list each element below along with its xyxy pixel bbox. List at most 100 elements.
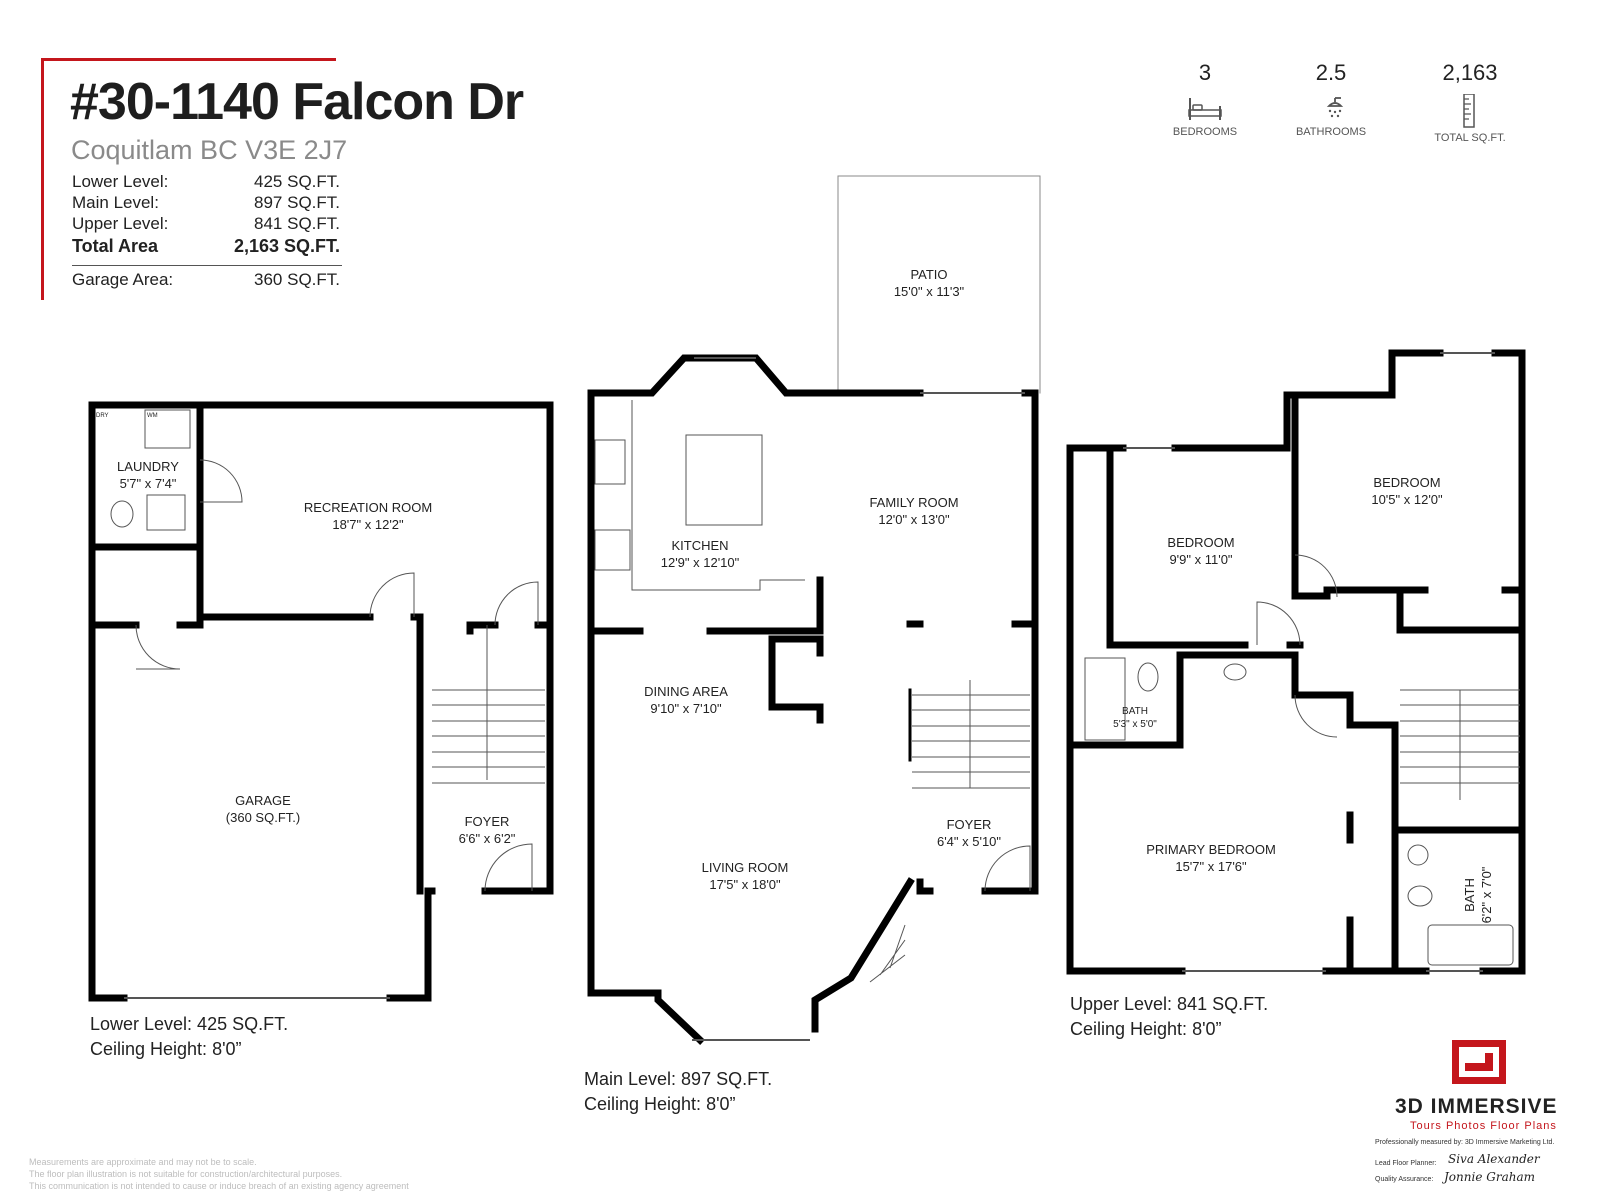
- disclaimer-line: This communication is not intended to ca…: [29, 1181, 409, 1191]
- room-bath-b: BATH 6'2" x 7'0": [1461, 867, 1495, 924]
- room-bath-a: BATH 5'3" x 5'0": [1113, 705, 1157, 731]
- stairs-and-fixtures: [110, 400, 1520, 983]
- fireplace-hatch: [869, 924, 906, 983]
- room-dims: 17'5" x 18'0": [709, 877, 781, 892]
- stat-bedrooms: 3 BEDROOMS: [1150, 60, 1260, 138]
- room-patio: PATIO 15'0" x 11'3": [894, 266, 964, 300]
- room-laundry: LAUNDRY 5'7" x 7'4": [117, 458, 179, 492]
- bathtub-ensuite: [1427, 924, 1514, 966]
- stat-value: 2.5: [1315, 60, 1347, 85]
- room-name: FAMILY ROOM: [869, 495, 959, 510]
- area-row-garage: Garage Area: 360 SQ.FT.: [72, 270, 340, 290]
- level-ceiling: Ceiling Height: 8'0”: [1070, 1019, 1222, 1039]
- page-subtitle: Coquitlam BC V3E 2J7: [71, 135, 348, 165]
- lower-stairs: [432, 625, 545, 784]
- stat-bathrooms: 2.5 BATHROOMS: [1276, 60, 1386, 138]
- measured-by: Professionally measured by: 3D Immersive…: [1375, 1139, 1555, 1146]
- windows: [124, 352, 1495, 1041]
- room-dims: 18'7" x 12'2": [332, 517, 404, 532]
- sink-lower: [146, 494, 186, 531]
- qa-signature: Jonnie Graham: [1444, 1170, 1535, 1184]
- room-dims: 9'9" x 11'0": [1169, 552, 1233, 567]
- room-name: BEDROOM: [1373, 475, 1441, 490]
- stat-value: 2,163: [1442, 60, 1498, 85]
- room-name: RECREATION ROOM: [303, 500, 433, 515]
- kitchen-island: [685, 434, 763, 526]
- kitchen-counter: [631, 400, 805, 591]
- room-recreation: RECREATION ROOM 18'7" x 12'2": [304, 499, 432, 533]
- bathtub-upper: [1084, 657, 1126, 741]
- room-dims: 6'4" x 5'10": [936, 834, 1002, 849]
- toilet-lower: [110, 500, 134, 528]
- room-foyer-main: FOYER 6'4" x 5'10": [937, 816, 1001, 850]
- kitchen-sink: [594, 439, 626, 485]
- area-row-lower: Lower Level: 425 SQ.FT.: [72, 172, 340, 192]
- toilet-upper: [1137, 662, 1159, 692]
- room-dims: 9'10" x 7'10": [650, 701, 722, 716]
- lower-level-walls: [88, 401, 554, 1002]
- upper-level-walls: [1066, 349, 1526, 975]
- area-divider: [72, 265, 342, 266]
- room-name: DINING AREA: [644, 684, 728, 699]
- lead-planner-signature: Siva Alexander: [1448, 1152, 1540, 1166]
- room-bedroom-b: BEDROOM 10'5" x 12'0": [1371, 474, 1442, 508]
- room-dims: 6'6" x 6'2": [458, 831, 516, 846]
- room-name: BEDROOM: [1167, 535, 1235, 550]
- room-foyer-lower: FOYER 6'6" x 6'2": [459, 813, 516, 847]
- brand-tagline: Tours Photos Floor Plans: [1410, 1120, 1557, 1132]
- stat-label: BEDROOMS: [1172, 126, 1238, 138]
- room-family: FAMILY ROOM 12'0" x 13'0": [869, 494, 958, 528]
- room-dining: DINING AREA 9'10" x 7'10": [644, 683, 728, 717]
- kitchen-stove: [594, 529, 631, 571]
- area-row-total: Total Area 2,163 SQ.FT.: [72, 236, 340, 257]
- area-row-upper: Upper Level: 841 SQ.FT.: [72, 214, 340, 234]
- room-dims: 10'5" x 12'0": [1371, 492, 1443, 507]
- level-area: Upper Level: 841 SQ.FT.: [1070, 994, 1269, 1014]
- lead-planner-label: Lead Floor Planner:: [1375, 1160, 1437, 1167]
- room-name: LIVING ROOM: [701, 860, 789, 875]
- title-accent-line: [41, 58, 336, 61]
- room-dims: 12'0" x 13'0": [878, 512, 950, 527]
- room-dims: 5'3" x 5'0": [1113, 719, 1157, 730]
- ruler-icon: [1463, 94, 1475, 128]
- level-ceiling: Ceiling Height: 8'0”: [584, 1094, 736, 1114]
- area-label: Garage Area:: [72, 270, 174, 289]
- bed-icon: [1188, 98, 1222, 120]
- stat-label: TOTAL SQ.FT.: [1434, 132, 1506, 144]
- room-dims: 5'7" x 7'4": [119, 476, 177, 491]
- title-accent-bar: [41, 58, 44, 300]
- brand-name: 3D IMMERSIVE: [1395, 1095, 1558, 1118]
- room-garage: GARAGE (360 SQ.FT.): [226, 792, 300, 826]
- stat-label: BATHROOMS: [1295, 126, 1367, 138]
- area-label: Main Level:: [72, 193, 159, 212]
- room-name: FOYER: [464, 814, 510, 829]
- sink-ensuite: [1407, 844, 1429, 866]
- area-row-main: Main Level: 897 SQ.FT.: [72, 193, 340, 213]
- room-dims: 15'0" x 11'3": [893, 284, 965, 299]
- upper-stairs: [1400, 689, 1520, 800]
- level-area: Main Level: 897 SQ.FT.: [584, 1069, 773, 1089]
- area-value: 897 SQ.FT.: [254, 193, 340, 212]
- brand-logo-icon: [1452, 1040, 1506, 1084]
- fixture-label-washer: WM: [147, 413, 158, 419]
- room-name: PATIO: [910, 267, 948, 282]
- area-label: Lower Level:: [72, 172, 169, 191]
- room-name: FOYER: [946, 817, 992, 832]
- level-area: Lower Level: 425 SQ.FT.: [90, 1014, 289, 1034]
- room-dims: 12'9" x 12'10": [660, 555, 740, 570]
- door-swings: [135, 459, 1338, 892]
- room-dims: (360 SQ.FT.): [225, 810, 301, 825]
- room-dims: 6'2" x 7'0": [1479, 866, 1494, 924]
- area-value: 360 SQ.FT.: [254, 270, 340, 289]
- level-caption-upper: Upper Level: 841 SQ.FT. Ceiling Height: …: [1070, 992, 1268, 1042]
- washer: [144, 409, 191, 449]
- level-caption-main: Main Level: 897 SQ.FT. Ceiling Height: 8…: [584, 1067, 772, 1117]
- page-title: #30-1140 Falcon Dr: [70, 73, 524, 131]
- main-level-walls: [587, 175, 1041, 1045]
- area-value: 841 SQ.FT.: [254, 214, 340, 233]
- room-primary-bedroom: PRIMARY BEDROOM 15'7" x 17'6": [1146, 841, 1276, 875]
- room-dims: 15'7" x 17'6": [1175, 859, 1247, 874]
- disclaimer-line: The floor plan illustration is not suita…: [29, 1169, 343, 1179]
- room-name: BATH: [1462, 878, 1477, 912]
- room-bedroom-a: BEDROOM 9'9" x 11'0": [1167, 534, 1234, 568]
